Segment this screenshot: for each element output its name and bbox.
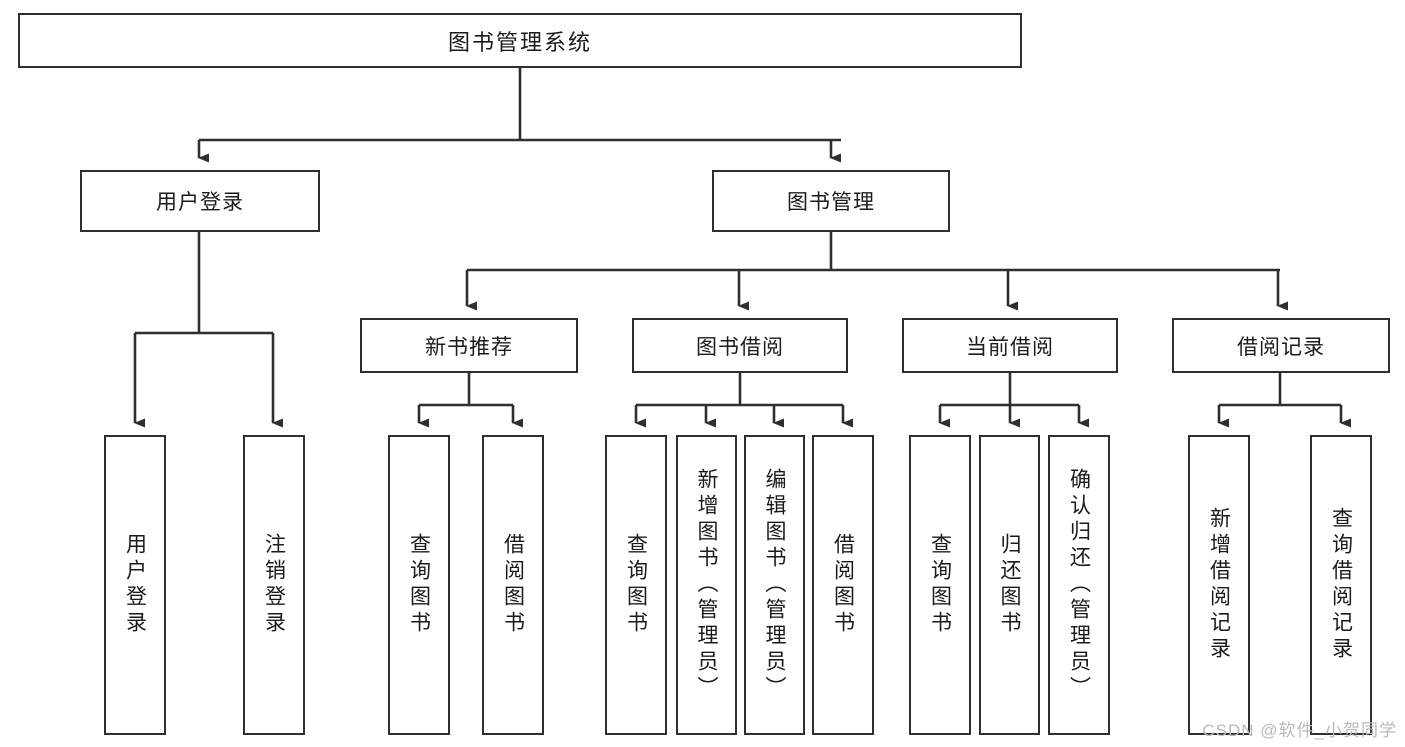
leaf-add-book-admin[interactable]: 新增图书（管理员） [676,435,737,735]
node-current-borrow[interactable]: 当前借阅 [902,318,1118,373]
node-label: 当前借阅 [966,335,1054,359]
leaf-edit-book-admin[interactable]: 编辑图书（管理员） [744,435,805,735]
leaf-confirm-return-admin[interactable]: 确认归还（管理员） [1048,435,1110,735]
node-label: 查询图书 [407,533,431,637]
leaf-query-book-current[interactable]: 查询图书 [909,435,971,735]
leaf-borrow-book-recommend[interactable]: 借阅图书 [482,435,544,735]
node-label: 归还图书 [998,533,1021,637]
node-label: 用户登录 [123,533,147,637]
leaf-query-borrow-record[interactable]: 查询借阅记录 [1310,435,1372,735]
node-label: 查询借阅记录 [1329,507,1353,663]
leaf-borrow-book[interactable]: 借阅图书 [812,435,874,735]
node-borrow-records[interactable]: 借阅记录 [1172,318,1390,373]
node-label: 查询图书 [928,533,952,637]
leaf-return-book[interactable]: 归还图书 [979,435,1040,735]
node-label: 借阅记录 [1237,335,1325,359]
node-new-book-recommend[interactable]: 新书推荐 [360,318,578,373]
node-label: 借阅图书 [831,533,855,637]
node-label: 图书管理系统 [447,29,592,55]
watermark: CSDN @软件_小贺同学 [1202,721,1397,740]
node-label: 注销登录 [262,533,286,637]
node-user-login[interactable]: 用户登录 [80,170,320,232]
leaf-user-logout[interactable]: 注销登录 [243,435,305,735]
node-label: 新增图书（管理员） [695,468,718,702]
node-book-management[interactable]: 图书管理 [712,170,950,232]
node-root-system[interactable]: 图书管理系统 [18,13,1022,68]
node-label: 查询图书 [624,533,648,637]
node-book-borrow[interactable]: 图书借阅 [632,318,848,373]
node-label: 图书借阅 [696,335,784,359]
node-label: 图书管理 [787,191,875,214]
node-label: 新增借阅记录 [1207,507,1231,663]
leaf-query-book-recommend[interactable]: 查询图书 [388,435,450,735]
leaf-query-book-borrow[interactable]: 查询图书 [605,435,667,735]
node-label: 借阅图书 [501,533,525,637]
leaf-add-borrow-record[interactable]: 新增借阅记录 [1188,435,1250,735]
leaf-user-login[interactable]: 用户登录 [104,435,166,735]
node-label: 新书推荐 [425,335,513,359]
node-label: 确认归还（管理员） [1067,468,1091,702]
node-label: 编辑图书（管理员） [763,468,786,702]
node-label: 用户登录 [156,191,244,214]
